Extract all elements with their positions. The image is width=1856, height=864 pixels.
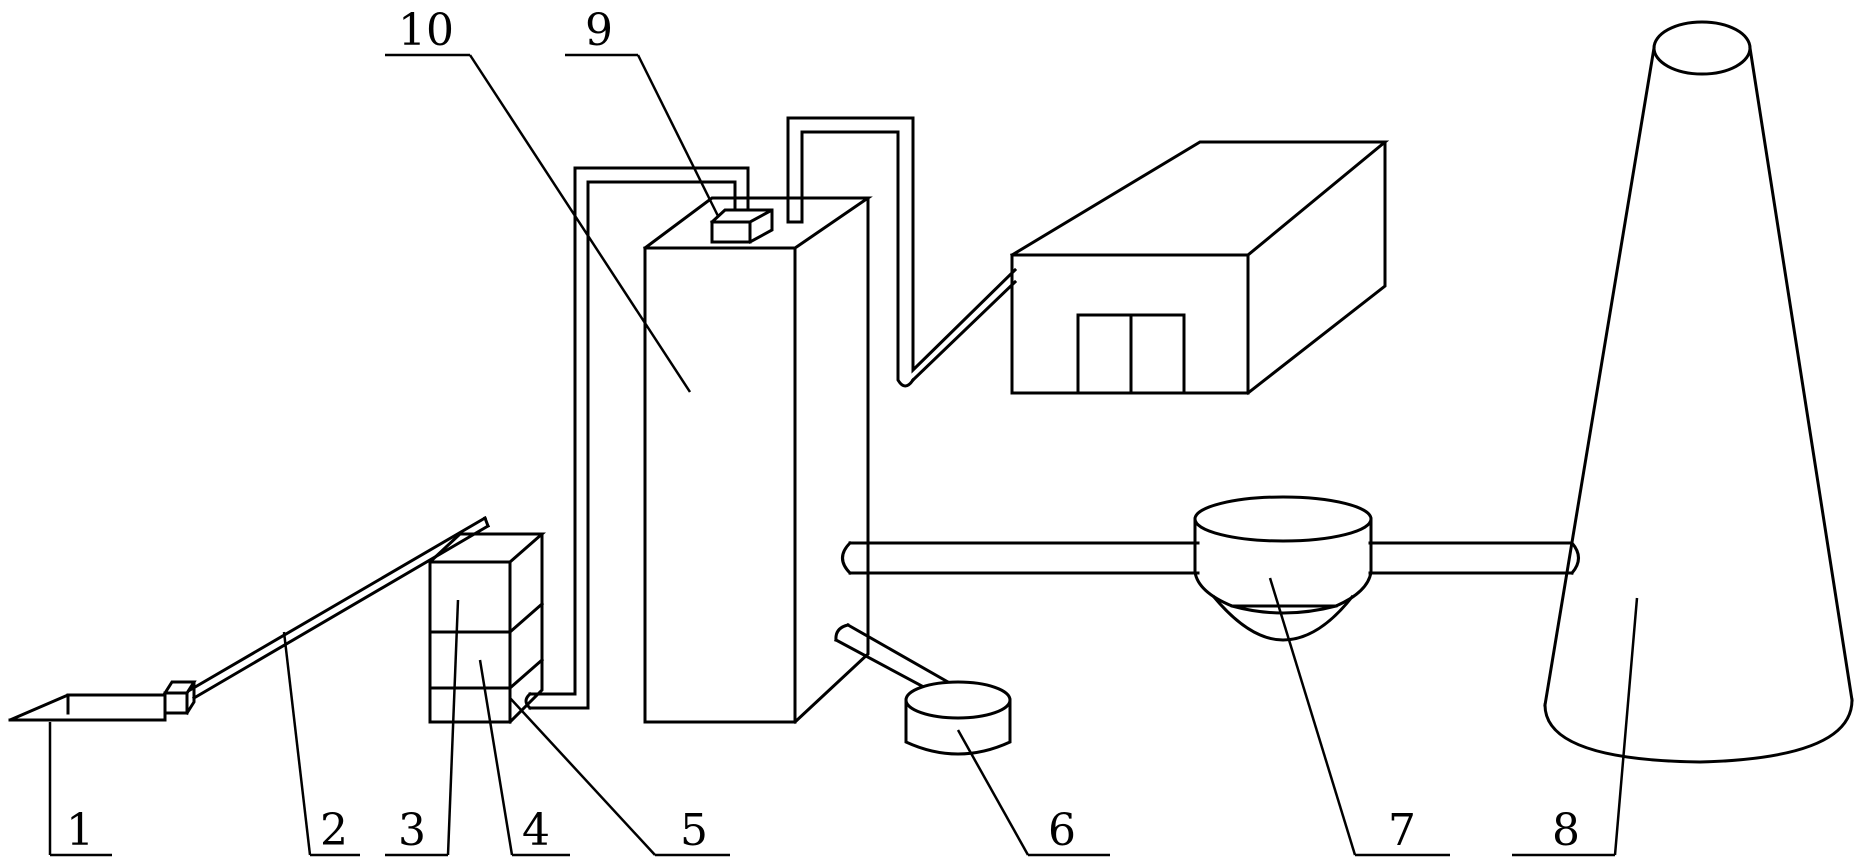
label-6: 6	[1048, 805, 1076, 856]
separator	[1193, 495, 1373, 642]
leader-lines	[48, 53, 1639, 857]
feed-pit	[8, 693, 167, 722]
building-pipe	[786, 116, 1018, 388]
top-unit	[709, 208, 774, 245]
label-4: 4	[522, 805, 550, 856]
label-7: 7	[1388, 805, 1416, 856]
collection-basin	[833, 622, 1012, 756]
horizontal-pipe	[841, 540, 1580, 576]
labels: 1 2 3 4 5 6 7 8 9 10	[66, 5, 1580, 856]
label-2: 2	[320, 805, 348, 856]
label-9: 9	[585, 5, 613, 56]
building	[1009, 140, 1390, 396]
label-5: 5	[680, 805, 708, 856]
main-tower	[642, 196, 873, 725]
label-1: 1	[66, 805, 94, 856]
label-10: 10	[398, 5, 454, 56]
label-8: 8	[1552, 805, 1580, 856]
inclined-conveyor	[162, 515, 491, 716]
chimney-stack	[1543, 20, 1854, 764]
label-3: 3	[398, 805, 426, 856]
riser-pipe	[524, 166, 750, 711]
